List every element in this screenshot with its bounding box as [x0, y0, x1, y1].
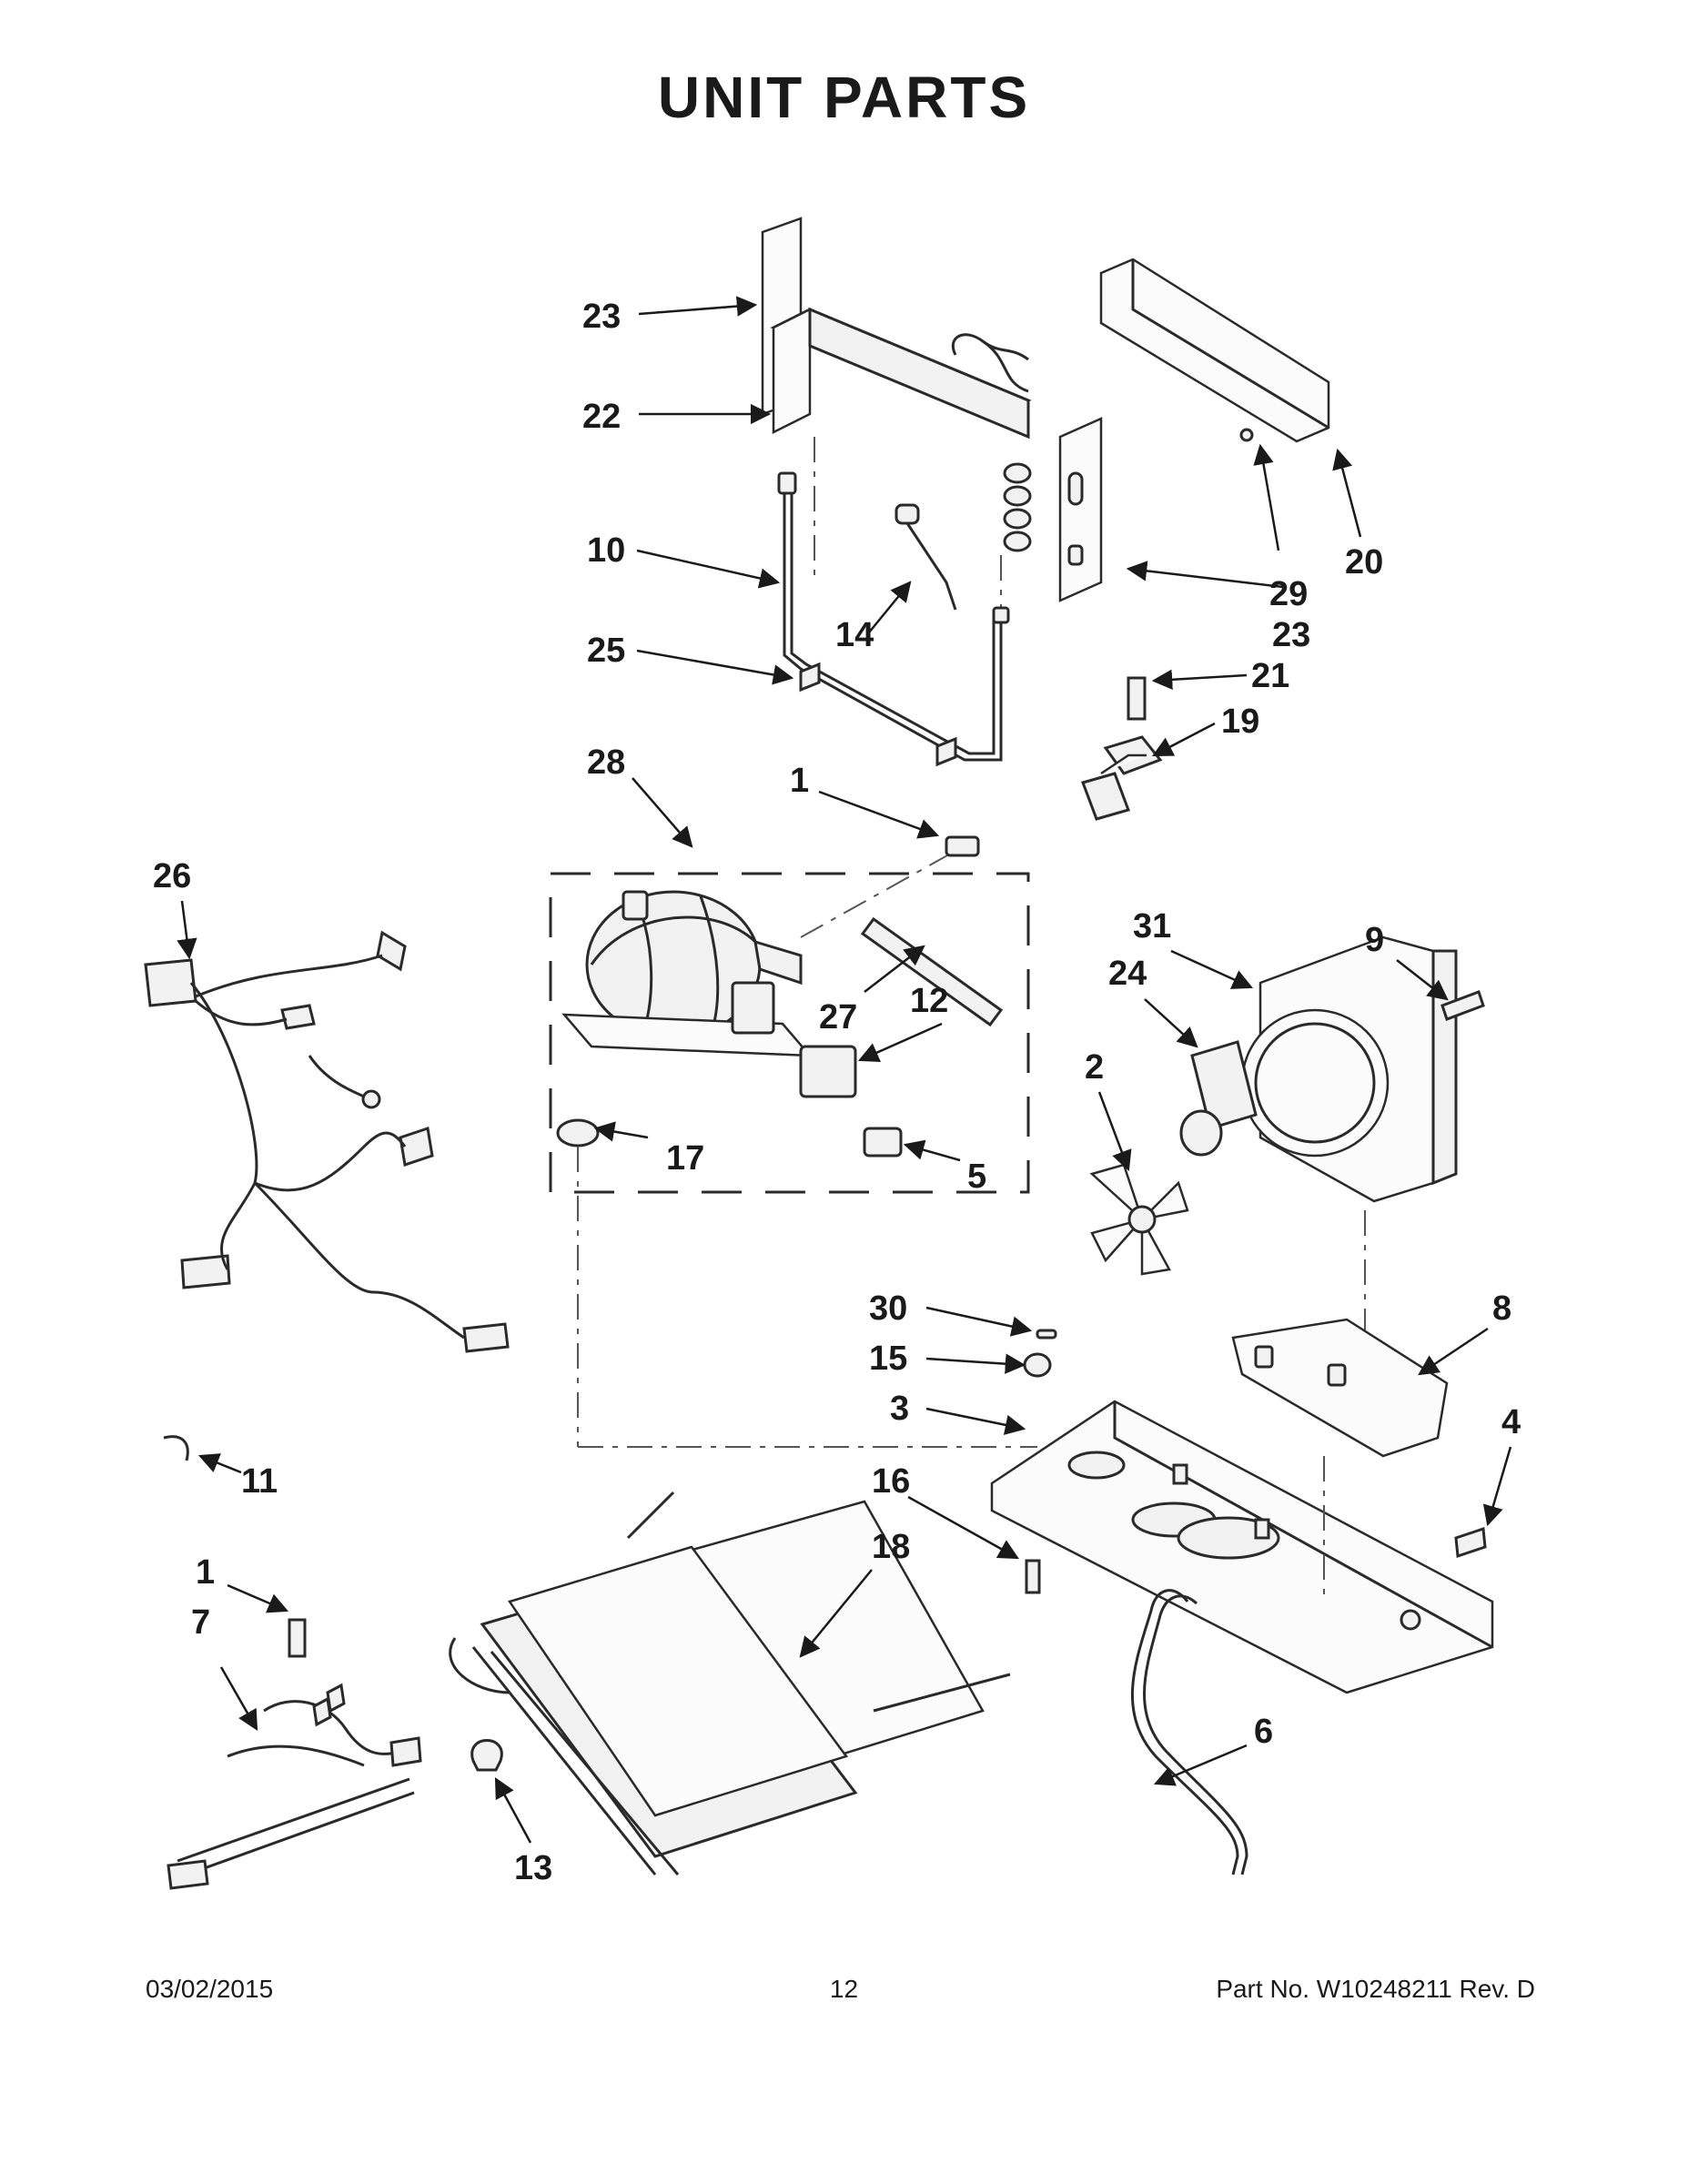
drain-tube [1130, 1589, 1248, 1876]
callout-6: 6 [1254, 1713, 1273, 1751]
machine-compartment-base [990, 1400, 1494, 1694]
callout-26: 26 [153, 857, 191, 895]
callout-17: 17 [666, 1139, 704, 1178]
grommet-15 [1023, 1352, 1052, 1378]
evaporator-assembly [761, 217, 1032, 728]
start-relay [799, 1045, 903, 1158]
footer-date: 03/02/2015 [146, 1975, 274, 2003]
callout-10: 10 [587, 531, 625, 570]
callout-1-top: 1 [790, 762, 809, 800]
condenser-clip [470, 1739, 503, 1772]
compressor-screw [945, 835, 980, 857]
callout-22: 22 [582, 398, 621, 436]
callout-27: 27 [819, 998, 857, 1036]
filter-drier [800, 850, 1004, 1027]
condenser-fan-bracket [1231, 1318, 1449, 1602]
fan-shroud [1240, 935, 1458, 1374]
fan-blade [1089, 1163, 1189, 1276]
callout-9: 9 [1365, 921, 1384, 959]
callout-labels: 23 22 10 25 14 23 29 20 21 19 28 1 26 27… [153, 298, 1521, 1887]
wire-harness [144, 930, 510, 1353]
callout-16: 16 [872, 1462, 910, 1501]
base-screw [1454, 1526, 1487, 1559]
callout-14: 14 [835, 616, 874, 654]
callout-28: 28 [587, 743, 625, 782]
callout-23-right: 23 [1272, 616, 1310, 654]
evaporator-bracket-right [1058, 417, 1103, 602]
callout-23-top: 23 [582, 298, 621, 336]
callout-11: 11 [241, 1462, 278, 1501]
callout-20: 20 [1345, 543, 1383, 581]
callout-21: 21 [1251, 657, 1289, 695]
pin-30 [1036, 1329, 1057, 1340]
callout-2: 2 [1085, 1048, 1104, 1087]
thermostat-sensor [895, 503, 957, 611]
harness-clip [163, 1435, 189, 1461]
defrost-heater-tube [777, 471, 1010, 767]
leader-lines [177, 296, 1512, 1844]
page-title: UNIT PARTS [657, 65, 1031, 130]
callout-4: 4 [1501, 1403, 1521, 1441]
compressor [561, 890, 813, 1057]
fan-motor [1179, 1040, 1258, 1157]
callout-18: 18 [872, 1528, 910, 1566]
evaporator-cover [1099, 258, 1330, 443]
callout-7: 7 [191, 1603, 210, 1642]
footer-part-number: Part No. W10248211 Rev. D [1216, 1975, 1535, 2003]
compressor-kit-boundary [549, 872, 1030, 1194]
callout-19: 19 [1221, 703, 1259, 741]
callout-13: 13 [514, 1849, 552, 1887]
callout-15: 15 [869, 1340, 907, 1378]
callout-1-bottom: 1 [196, 1553, 215, 1592]
callout-29: 29 [1269, 575, 1308, 613]
screw-16 [1025, 1559, 1041, 1594]
callout-5: 5 [967, 1158, 986, 1196]
footer-page-number: 12 [829, 1975, 859, 2003]
callout-3: 3 [890, 1390, 909, 1428]
grommet [556, 1118, 1037, 1448]
callout-8: 8 [1492, 1289, 1511, 1328]
callout-25: 25 [587, 632, 625, 670]
power-cord-harness [167, 1618, 422, 1890]
condenser [449, 1491, 1011, 1876]
drain-trough-clip [1081, 676, 1163, 821]
fan-shroud-screw [1440, 990, 1485, 1021]
callout-24: 24 [1108, 955, 1147, 993]
callout-12: 12 [910, 982, 948, 1020]
callout-31: 31 [1133, 907, 1171, 945]
callout-30: 30 [869, 1289, 907, 1328]
